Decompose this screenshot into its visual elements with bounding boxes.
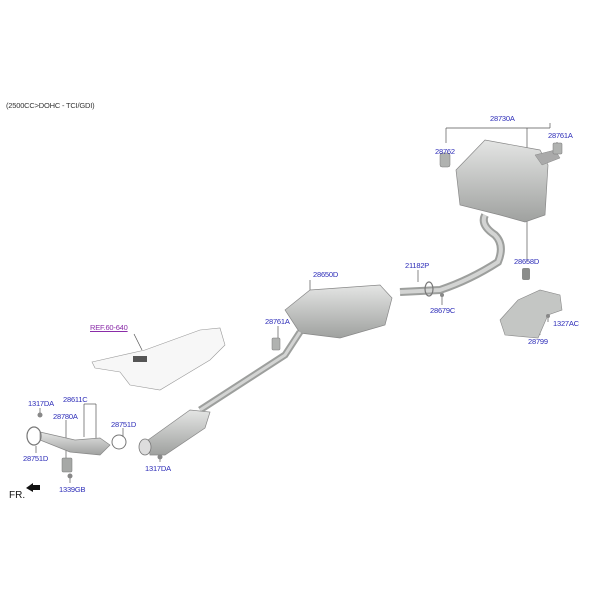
part-label-28611C[interactable]: 28611C: [63, 395, 88, 404]
rear-muffler: [455, 139, 549, 223]
part-label-1339GB[interactable]: 1339GB: [59, 485, 86, 494]
part-label-28658D[interactable]: 28658D: [514, 257, 540, 266]
part-label-28679C[interactable]: 28679C: [430, 306, 456, 315]
ref-link-60-640[interactable]: REF.60-640: [90, 323, 128, 332]
front-pipe: [39, 431, 111, 456]
front-arrow-icon: [26, 483, 40, 492]
front-orientation-label: FR.: [9, 490, 26, 501]
center-muffler: [284, 284, 393, 339]
part-label-28761A-center[interactable]: 28761A: [265, 317, 290, 326]
part-label-28799[interactable]: 28799: [528, 337, 548, 346]
part-label-1317DA-mid[interactable]: 1317DA: [145, 464, 171, 473]
part-label-1327AC[interactable]: 1327AC: [553, 319, 579, 328]
part-label-28730A[interactable]: 28730A: [490, 114, 515, 123]
part-label-28650D[interactable]: 28650D: [313, 270, 339, 279]
part-label-28761A-rear[interactable]: 28761A: [548, 131, 573, 140]
part-label-28780A[interactable]: 28780A: [53, 412, 78, 421]
catalytic-converter: [147, 409, 211, 456]
part-label-28762[interactable]: 28762: [435, 147, 455, 156]
part-label-21182P[interactable]: 21182P: [405, 261, 430, 270]
heat-shield: [91, 327, 226, 391]
engine-spec-heading: (2500CC>DOHC - TCI/GDI): [6, 101, 95, 110]
part-label-28751D-mid[interactable]: 28751D: [111, 420, 137, 429]
part-label-1317DA-front[interactable]: 1317DA: [28, 399, 54, 408]
part-label-28751D-front[interactable]: 28751D: [23, 454, 49, 463]
